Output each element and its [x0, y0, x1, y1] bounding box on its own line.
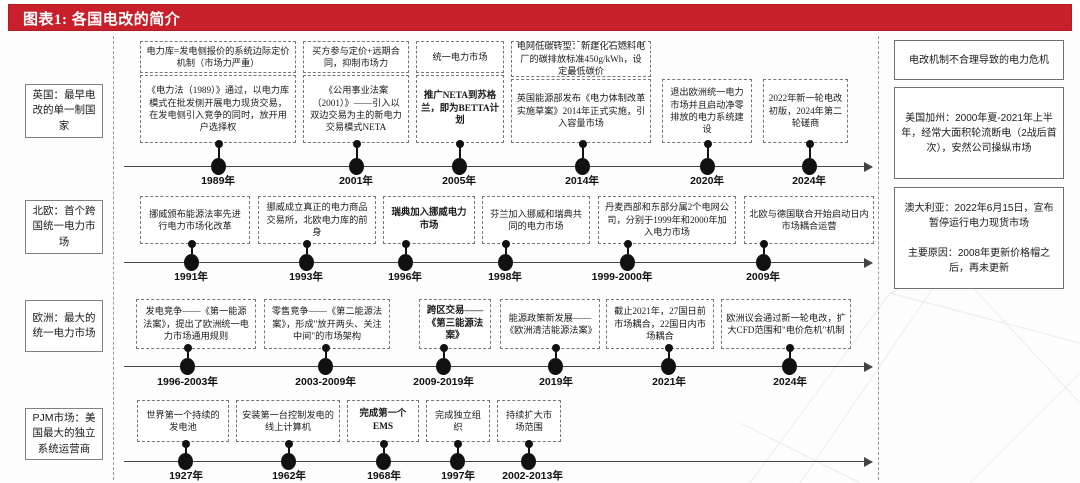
card-europe-2024: 欧洲议会通过新一轮电改，扩大CFD范围和"电价危机"机制 [721, 299, 851, 349]
year-label-nordic-1999-2000: 1999-2000年 [591, 271, 653, 283]
card-nordic-1996: 瑞典加入挪威电力市场 [383, 196, 475, 244]
card-uk-1989-bottom: 《电力法（1989）》通过，以电力库模式在批发侧开展电力现货交易，在发电侧引入竞… [140, 75, 296, 143]
year-label-uk-2014: 2014年 [565, 175, 599, 187]
page-title: 图表1: 各国电改的简介 [23, 12, 181, 28]
card-uk-2014-bottom: 英国能源部发布《电力体制改革实施草案》2014年正式实施，引入容量市场 [511, 79, 651, 143]
year-label-europe-2024: 2024年 [773, 376, 807, 388]
card-uk-2020-bottom: 退出欧洲统一电力市场并且启动净零排放的电力系统建设 [662, 79, 752, 143]
card-uk-2001-top: 买方参与定价+远期合同，抑制市场力 [303, 41, 409, 73]
card-pjm-1968: 完成第一个EMS [347, 400, 419, 442]
divider-left [113, 36, 114, 480]
side-box-crisis-title: 电改机制不合理导致的电力危机 [894, 40, 1064, 80]
year-label-uk-1989: 1989年 [201, 175, 235, 187]
side-box-california: 美国加州：2000年夏-2021年上半年，经常大面积轮流断电（2战后首次），安然… [894, 87, 1064, 179]
year-label-uk-2024: 2024年 [792, 175, 826, 187]
card-uk-2005-top: 统一电力市场 [416, 41, 504, 73]
timeline-axis-uk [124, 162, 873, 172]
side-box-australia: 澳大利亚：2022年6月15日，宣布暂停运行电力现货市场 主要原因：2008年更… [894, 187, 1064, 289]
category-label-europe: 欧洲：最大的统一电力市场 [25, 300, 103, 352]
year-label-pjm-1927: 1927年 [169, 470, 203, 482]
card-pjm-1997: 完成独立组织 [426, 400, 490, 442]
card-pjm-1927: 世界第一个持续的发电池 [137, 400, 229, 442]
card-pjm-2002-2013: 持续扩大市场范围 [497, 400, 561, 442]
chart-title-bar: 图表1: 各国电改的简介 [8, 4, 1072, 31]
card-nordic-1993: 挪威成立真正的电力商品交易所，北欧电力库的前身 [258, 196, 376, 244]
year-label-nordic-1993: 1993年 [289, 271, 323, 283]
year-label-pjm-1997: 1997年 [441, 470, 475, 482]
card-europe-2019: 能源政策新发展——《欧洲清洁能源法案》 [500, 299, 600, 349]
year-label-uk-2020: 2020年 [690, 175, 724, 187]
timeline-axis-pjm [124, 457, 873, 467]
card-europe-2009-2019: 跨区交易——《第三能源法案》 [419, 299, 491, 349]
year-label-europe-2003-2009: 2003-2009年 [295, 376, 356, 388]
year-label-pjm-1968: 1968年 [367, 470, 401, 482]
card-nordic-1991: 挪威颁布能源法率先进行电力市场化改革 [140, 196, 250, 244]
year-label-nordic-1991: 1991年 [174, 271, 208, 283]
year-label-nordic-2009: 2009年 [746, 271, 780, 283]
category-label-uk: 英国：最早电改的单一制国家 [25, 84, 103, 138]
card-europe-2003-2009: 零售竞争——《第二能源法案》，形成"放开两头、关注中间"的市场架构 [264, 299, 390, 349]
card-europe-1996-2003: 发电竞争——《第一能源法案》，提出了欧洲统一电力市场通用规则 [136, 299, 256, 349]
card-nordic-1998: 芬兰加入挪威和瑞典共同的电力市场 [482, 196, 590, 244]
year-label-pjm-2002-2013: 2002-2013年 [502, 470, 563, 482]
card-uk-2014-top: 电网低碳转型：新建化石燃料电厂的碳排放标准450g/kWh，设定最低碳价 [511, 41, 651, 77]
timeline-axis-europe [124, 362, 873, 372]
card-uk-2005-bottom: 推广NETA到苏格兰，即为BETTA计划 [416, 75, 504, 143]
card-europe-2021: 截止2021年，27国日前市场耦合，22国日内市场耦合 [606, 299, 714, 349]
category-label-nordic: 北欧：首个跨国统一电力市场 [25, 200, 103, 254]
category-label-pjm: PJM市场：美国最大的独立系统运营商 [25, 408, 103, 460]
year-label-nordic-1996: 1996年 [388, 271, 422, 283]
year-label-uk-2005: 2005年 [442, 175, 476, 187]
year-label-europe-2009-2019: 2009-2019年 [413, 376, 474, 388]
divider-right [878, 36, 879, 480]
card-nordic-2009: 北欧与德国联合开始启动日内市场耦合运营 [744, 196, 874, 244]
card-uk-1989-top: 电力库=发电侧报价的系统边际定价机制（市场力严重） [140, 41, 296, 73]
year-label-pjm-1962: 1962年 [272, 470, 306, 482]
card-pjm-1962: 安装第一台控制发电的线上计算机 [236, 400, 340, 442]
year-label-europe-2019: 2019年 [539, 376, 573, 388]
year-label-europe-2021: 2021年 [652, 376, 686, 388]
year-label-uk-2001: 2001年 [339, 175, 373, 187]
card-uk-2001-bottom: 《公用事业法案（2001）》——引入以双边交易为主的新电力交易模式NETA [303, 75, 409, 143]
year-label-europe-1996-2003: 1996-2003年 [157, 376, 218, 388]
card-uk-2024-bottom: 2022年新一轮电改初版，2024年第二轮磋商 [763, 79, 848, 143]
year-label-nordic-1998: 1998年 [488, 271, 522, 283]
card-nordic-1999-2000: 丹麦西部和东部分属2个电网公司，分别于1999年和2000年加入电力市场 [598, 196, 736, 244]
